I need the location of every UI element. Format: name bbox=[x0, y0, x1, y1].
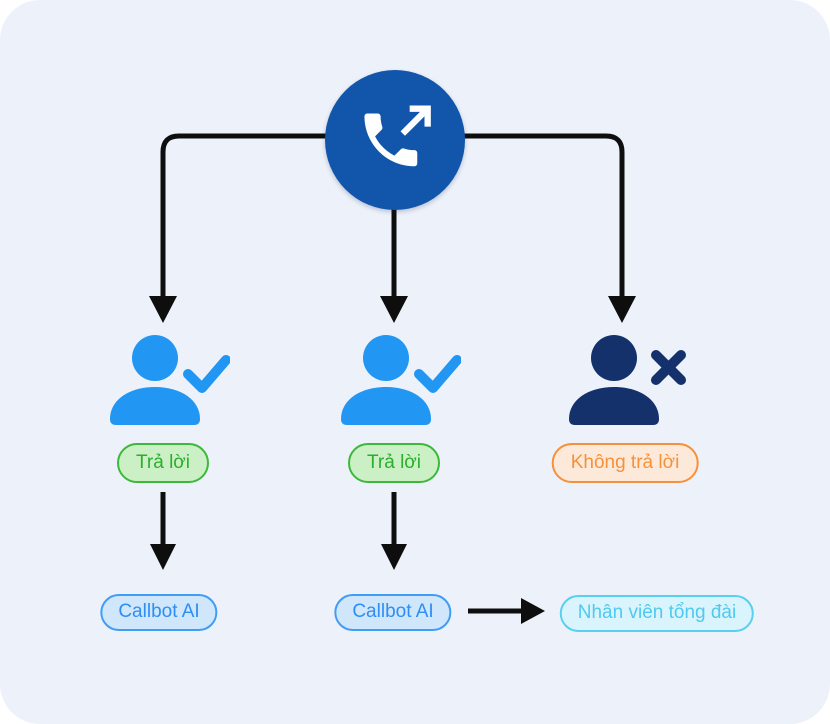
arrowhead bbox=[380, 296, 408, 323]
branch-line-left bbox=[160, 133, 394, 298]
person-icon bbox=[341, 335, 431, 425]
person-answered-icon bbox=[341, 335, 461, 425]
status-badge-missed: Không trả lời bbox=[551, 443, 699, 483]
arrowhead bbox=[608, 296, 636, 323]
arrowhead bbox=[149, 296, 177, 323]
outgoing-call-node bbox=[325, 70, 465, 210]
arrowhead bbox=[521, 598, 545, 624]
arrowhead bbox=[150, 544, 176, 570]
callbot-badge-1: Callbot AI bbox=[100, 594, 218, 631]
person-icon bbox=[569, 335, 659, 425]
status-badge-answered-1: Trả lời bbox=[117, 443, 209, 483]
check-icon bbox=[183, 355, 230, 393]
person-missed-icon bbox=[569, 335, 686, 425]
check-icon bbox=[414, 355, 461, 393]
arrowhead bbox=[381, 544, 407, 570]
status-badge-answered-2: Trả lời bbox=[348, 443, 440, 483]
outgoing-call-icon bbox=[364, 105, 431, 167]
x-icon bbox=[651, 350, 686, 385]
person-answered-icon bbox=[110, 335, 230, 425]
callbot-badge-2: Callbot AI bbox=[334, 594, 452, 631]
person-icon bbox=[110, 335, 200, 425]
agent-badge: Nhân viên tổng đài bbox=[559, 595, 755, 632]
branch-line-right bbox=[394, 133, 625, 298]
